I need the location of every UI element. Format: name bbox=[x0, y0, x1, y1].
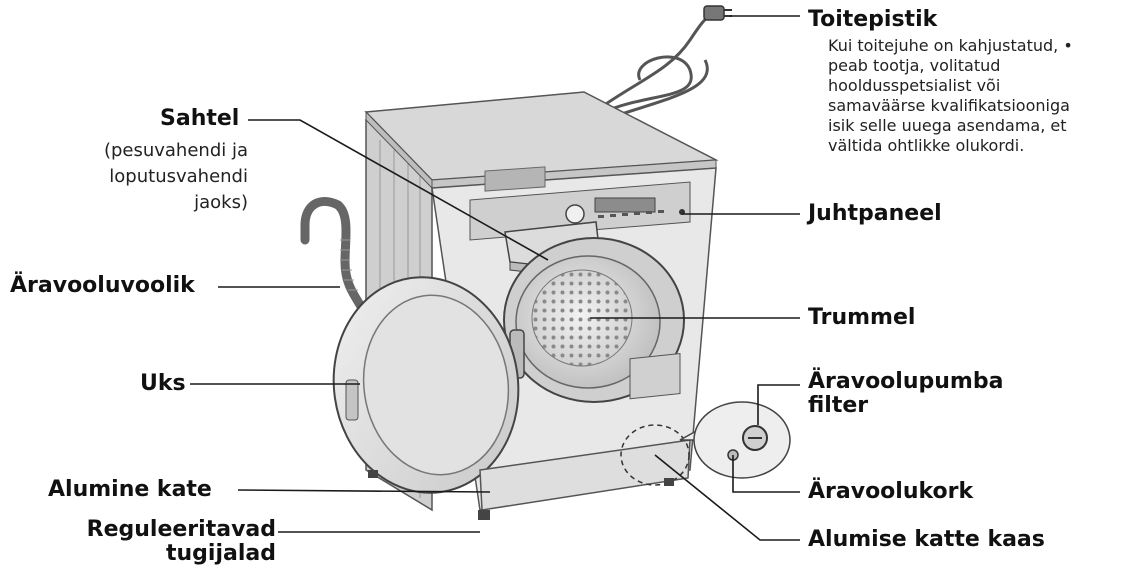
note-line: vältida ohtlikke olukordi. bbox=[828, 136, 1025, 155]
note-line: Kui toitejuhe on kahjustatud, • bbox=[828, 36, 1073, 55]
leader-lines bbox=[190, 15, 800, 541]
label-uks: Uks bbox=[140, 371, 186, 396]
label-trummel: Trummel bbox=[808, 305, 916, 330]
bottom-cover-highlight bbox=[620, 424, 690, 486]
note-line: samaväärse kvalifikatsiooniga bbox=[828, 96, 1070, 115]
bottom-cover bbox=[479, 439, 691, 511]
door bbox=[332, 276, 520, 494]
label-aravoolupumba-filter: Äravoolupumba filter bbox=[808, 370, 1003, 418]
label-line: Äravoolupumba bbox=[808, 369, 1004, 394]
filter-zoom-callout bbox=[679, 401, 791, 479]
label-toitepistik: Toitepistik bbox=[808, 7, 938, 32]
drain-hose bbox=[300, 197, 373, 325]
bottom-cover-lid bbox=[629, 352, 681, 400]
label-line: tugijalad bbox=[166, 541, 276, 566]
power-plug bbox=[703, 5, 732, 21]
note-line: (pesuvahendi ja bbox=[103, 140, 248, 161]
adjustable-foot-right bbox=[664, 478, 674, 486]
label-juhtpaneel: Juhtpaneel bbox=[808, 201, 942, 226]
toitepistik-note: Kui toitejuhe on kahjustatud, • peab too… bbox=[828, 36, 1073, 156]
note-line: hooldusspetsialist või bbox=[828, 76, 1001, 95]
label-alumine-kate: Alumine kate bbox=[48, 477, 212, 502]
note-line: loputusvahendi bbox=[109, 166, 248, 187]
label-sahtel: Sahtel bbox=[160, 106, 240, 131]
label-reguleeritavad-tugijalad: Reguleeritavad tugijalad bbox=[87, 518, 276, 566]
label-aravooluvoolik: Äravooluvoolik bbox=[10, 273, 195, 298]
sahtel-note: (pesuvahendi ja loputusvahendi jaoks) bbox=[104, 138, 248, 216]
note-line: isik selle uuega asendama, et bbox=[828, 116, 1067, 135]
power-cord bbox=[599, 12, 713, 120]
label-aravoolukork: Äravoolukork bbox=[808, 479, 974, 504]
note-line: peab tootja, volitatud bbox=[828, 56, 1001, 75]
label-alumise-katte-kaas: Alumise katte kaas bbox=[808, 527, 1045, 552]
adjustable-foot-left bbox=[478, 510, 490, 520]
label-line: Reguleeritavad bbox=[86, 517, 276, 542]
label-line: filter bbox=[808, 393, 869, 418]
control-panel bbox=[469, 166, 691, 241]
note-line: jaoks) bbox=[194, 192, 248, 213]
drain-hose-ribs bbox=[340, 239, 358, 291]
